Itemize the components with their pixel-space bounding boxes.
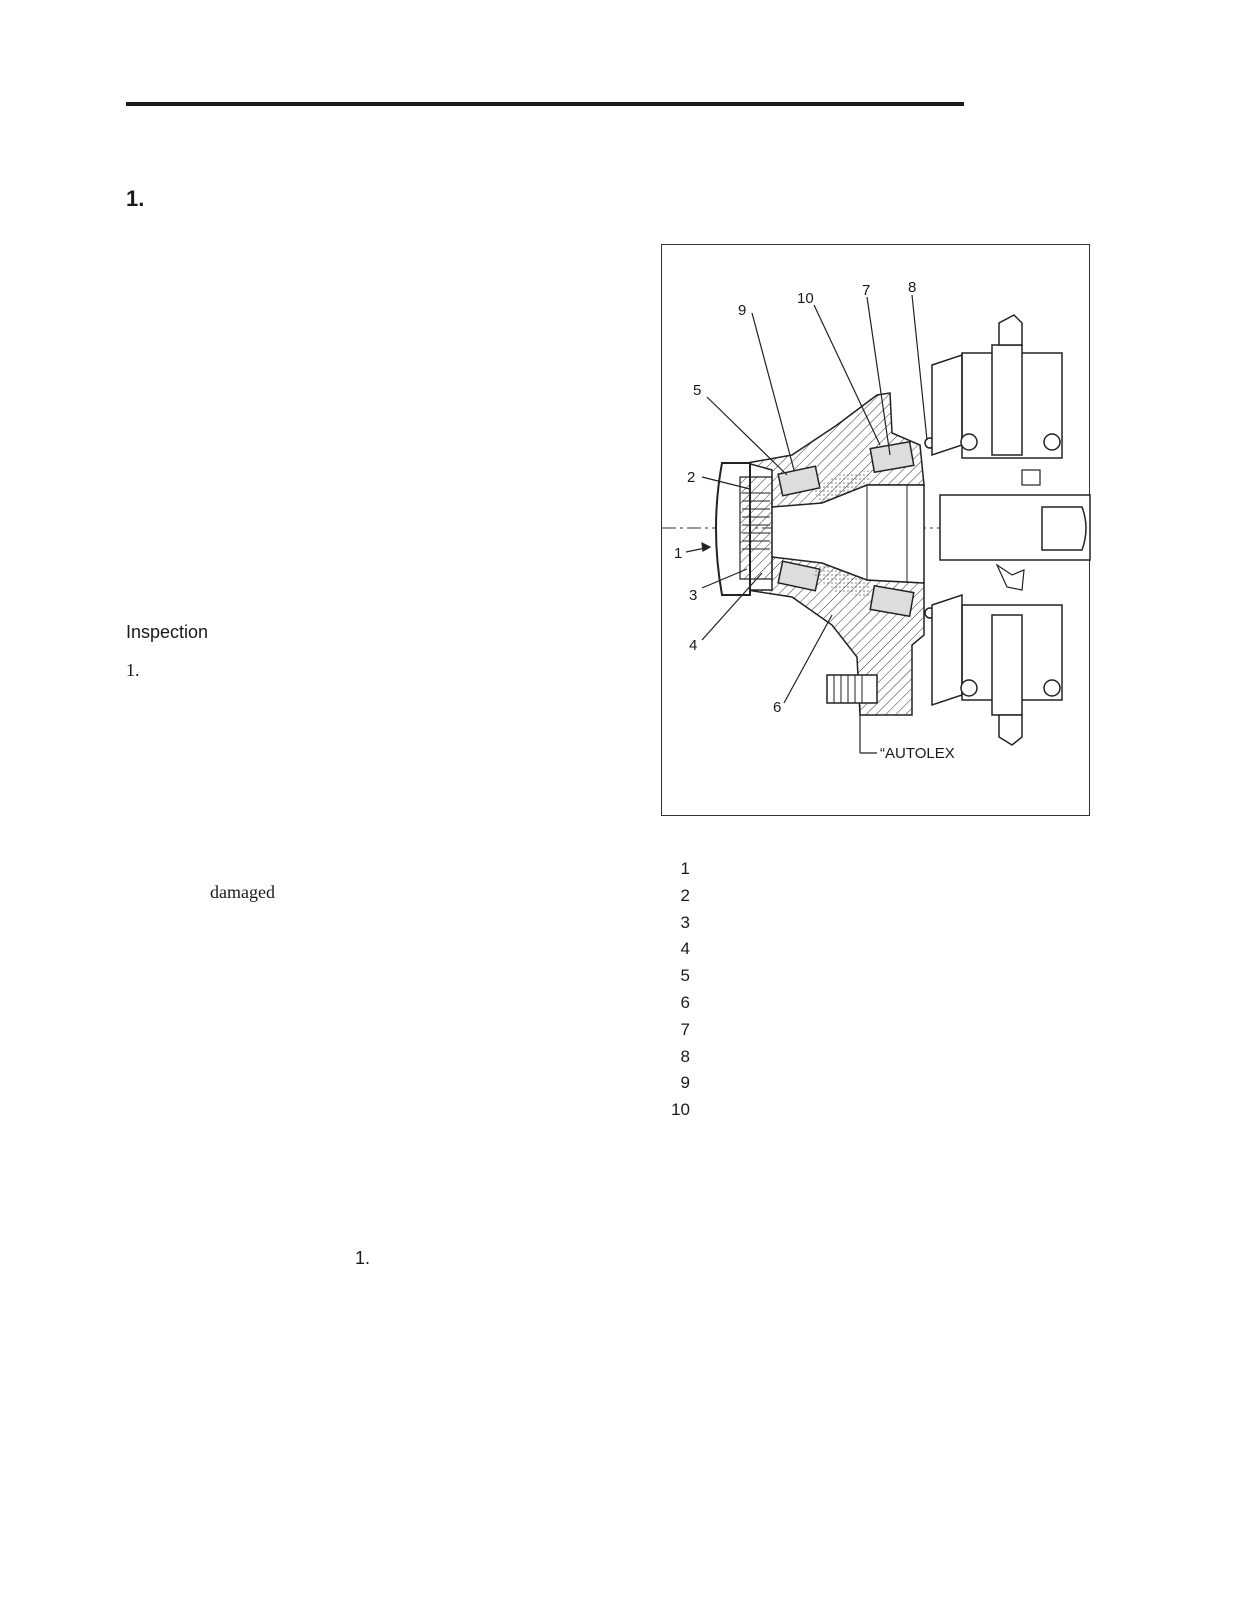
legend-number: 6: [680, 992, 690, 1012]
inner-bearing-upper: [869, 440, 915, 474]
legend-number: 1: [680, 859, 690, 878]
body-word: damaged: [210, 882, 275, 902]
axle-flange-lower: [931, 593, 963, 707]
grease-nipple-upper: [998, 314, 1023, 346]
callout-1: 1: [674, 545, 682, 562]
legend-number: 4: [680, 939, 690, 959]
spindle-nut: [739, 476, 773, 580]
axle-flange-upper: [931, 353, 963, 457]
hub-drawing: 1 2 3 4 5 6 7 8 9 10 “AUTOLEX: [662, 279, 1091, 762]
inner-bearing-lower: [869, 584, 915, 618]
hub-cross-section-figure: 1 2 3 4 5 6 7 8 9 10 “AUTOLEX: [661, 244, 1091, 816]
callout-9: 9: [738, 302, 746, 319]
autolex-label: “AUTOLEX: [880, 745, 955, 762]
header-rule: [126, 102, 964, 106]
callout-6: 6: [773, 699, 781, 716]
king-pin-upper: [991, 344, 1023, 456]
bottom-step-number: 1.: [355, 1248, 371, 1268]
outer-bearing-upper: [777, 465, 821, 497]
step-number: 1.: [126, 660, 140, 680]
legend-number: 7: [680, 1019, 690, 1039]
legend-number: 10: [671, 1100, 690, 1120]
callout-4: 4: [689, 637, 697, 654]
legend-number: 3: [680, 912, 690, 932]
legend-number: 2: [680, 885, 690, 905]
callout-3: 3: [689, 587, 697, 604]
legend-number: 8: [680, 1046, 690, 1066]
callout-7: 7: [862, 282, 870, 299]
section-number: 1.: [126, 186, 145, 211]
king-pin-lower: [991, 614, 1023, 716]
grease-nipple-lower: [998, 714, 1023, 746]
figure-legend: 1 2 3 4 5 6 7 8 9 10: [664, 858, 704, 1126]
callout-5: 5: [693, 382, 701, 399]
legend-number: 9: [680, 1073, 690, 1093]
callout-2: 2: [687, 469, 695, 486]
outer-bearing-lower: [777, 560, 821, 592]
inspection-heading: Inspection: [126, 622, 209, 642]
callout-10: 10: [797, 290, 814, 307]
wheel-stud: [826, 674, 878, 704]
legend-number: 5: [680, 966, 690, 986]
callout-8: 8: [908, 279, 916, 296]
